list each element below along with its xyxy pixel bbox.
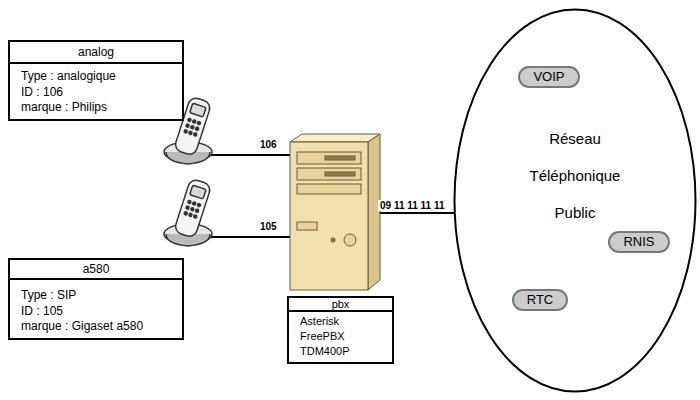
card-title: analog [10, 42, 182, 64]
card-line: TDM400P [289, 344, 392, 359]
device-card: pbxAsteriskFreePBXTDM400P [287, 296, 394, 364]
server-tower [290, 134, 380, 290]
sip-phone [164, 178, 212, 246]
card-line: Type : analogique [10, 69, 182, 85]
card-line: FreePBX [289, 329, 392, 344]
card-line: Asterisk [289, 314, 392, 329]
card-line: marque : Philips [10, 100, 182, 116]
card-title: pbx [289, 298, 392, 312]
extension-number: 105 [258, 221, 279, 232]
card-title: a580 [10, 260, 182, 280]
device-card: a580Type : SIPID : 105marque : Gigaset a… [8, 258, 184, 340]
network-title: Réseau Téléphonique Public [515, 120, 635, 231]
card-line: ID : 105 [10, 304, 182, 320]
trunk-line [378, 212, 454, 214]
card-line: Type : SIP [10, 288, 182, 304]
network-ellipse: Réseau Téléphonique Public VOIP RNIS RTC [453, 8, 697, 393]
network-type: VOIP [528, 68, 570, 86]
card-line: marque : Gigaset a580 [10, 319, 182, 335]
network-type: RNIS [618, 233, 660, 251]
device-card: analogType : analogiqueID : 106marque : … [8, 40, 184, 121]
phone-wire [205, 236, 290, 238]
network-type: RTC [522, 291, 558, 309]
phone-wire [205, 154, 290, 156]
ellipse-outline [453, 8, 697, 393]
extension-number: 106 [258, 139, 279, 150]
network-pill: VOIP [518, 66, 580, 88]
network-pill: RNIS [608, 231, 670, 253]
card-line: ID : 106 [10, 85, 182, 101]
network-pill: RTC [512, 289, 568, 311]
phone-number: 09 11 11 11 11 [378, 200, 447, 211]
